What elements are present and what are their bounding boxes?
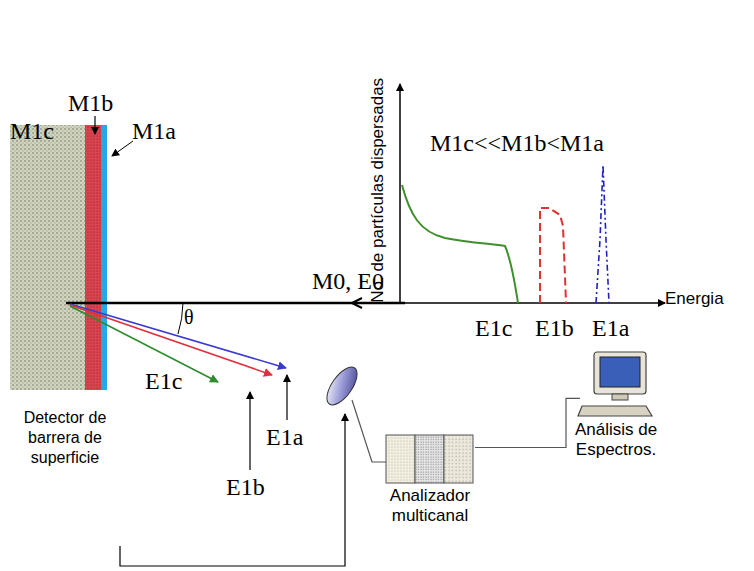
layer-label: M1b	[68, 90, 113, 116]
scattered-ray	[70, 306, 218, 382]
computer-icon	[576, 348, 656, 420]
detector-label: Detector de barrera de superficie	[6, 408, 124, 468]
label-arrow	[112, 141, 133, 156]
analyzer-box	[385, 431, 475, 486]
layer-label: M1a	[132, 118, 176, 144]
spectrum-curve	[540, 208, 566, 303]
spectrum-curve	[402, 185, 518, 303]
x-axis	[399, 302, 665, 304]
tick-label: E1b	[535, 315, 574, 341]
energy-label: E1c	[145, 368, 182, 394]
pointer-bracket	[120, 414, 345, 566]
detector	[321, 362, 363, 410]
scattered-ray	[70, 305, 272, 375]
layer-label: M1c	[10, 118, 54, 144]
angle-label: θ	[184, 306, 194, 328]
y-axis	[399, 84, 401, 304]
surface-layer	[101, 125, 107, 390]
energy-label: E1b	[226, 474, 265, 500]
computer-node: Análisis de Espectros.	[552, 348, 680, 461]
angle-arc	[178, 303, 183, 334]
mass-relation: M1c<<M1b<M1a	[430, 130, 604, 156]
spectrum-curve	[596, 165, 609, 303]
scattered-ray	[70, 304, 286, 368]
signal-cable	[475, 398, 580, 447]
tick-label: E1a	[592, 315, 629, 341]
axis-title: No. de partículas dispersadas	[369, 78, 388, 303]
node-text: Analizador multicanal	[378, 486, 482, 527]
energy-label: E1a	[266, 424, 303, 450]
analyzer-node: Analizador multicanal	[378, 431, 482, 527]
node-text: Análisis de Espectros.	[552, 420, 680, 461]
pointer-arrow	[286, 375, 287, 420]
pointer-arrow	[249, 392, 250, 470]
axis-title: Energia	[665, 290, 724, 309]
tick-label: E1c	[475, 315, 512, 341]
label-arrow	[94, 116, 95, 134]
beam-arrow	[352, 298, 362, 308]
substrate-layer	[10, 125, 85, 390]
middle-layer	[85, 125, 101, 390]
